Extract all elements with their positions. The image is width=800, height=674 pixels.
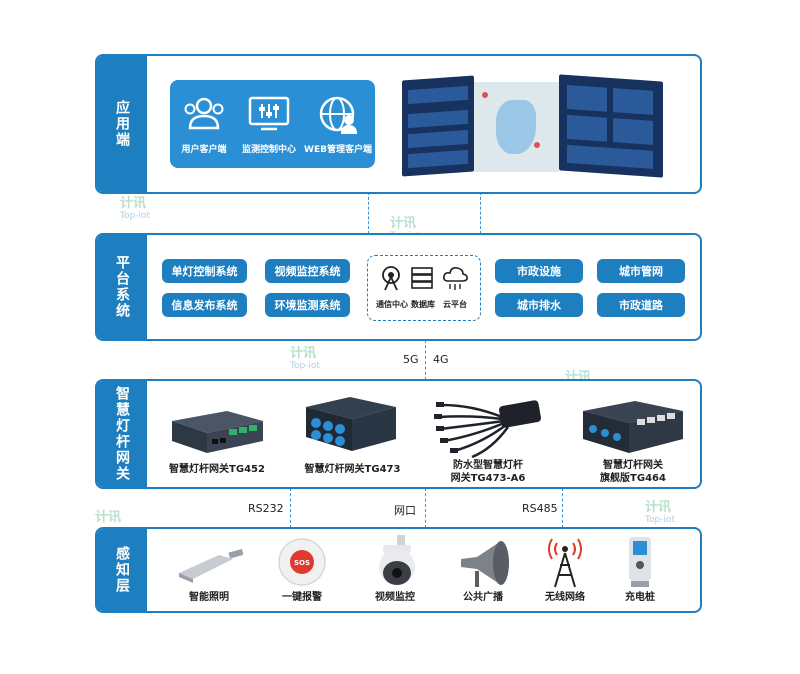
web-user-icon	[319, 96, 357, 134]
sensing-layer: 感知层 智能照明 SOS 一键报警 视频监控 公共广播 无线网络	[95, 527, 702, 613]
sos-button-icon: SOS	[278, 538, 326, 586]
client-label: 监测控制中心	[241, 145, 296, 155]
bus-label-rs232: RS232	[248, 502, 284, 515]
bus-label-rs485: RS485	[522, 502, 558, 515]
gateway-label-line1: 防水型智慧灯杆	[453, 460, 523, 471]
sensor-label: 智能照明	[189, 592, 229, 603]
dashboard-screen-left	[402, 75, 474, 177]
connector-line	[290, 488, 291, 528]
monitor-control-icon	[248, 96, 290, 131]
sensor-label: 视频监控	[375, 592, 415, 603]
system-pill: 市政道路	[597, 293, 685, 317]
system-pill: 城市排水	[495, 293, 583, 317]
system-pill: 城市管网	[597, 259, 685, 283]
connector-line	[368, 192, 369, 234]
gateway-label: 智慧灯杆网关TG473	[304, 464, 401, 475]
antenna-icon	[382, 266, 400, 291]
core-label: 数据库	[411, 300, 435, 309]
net-label-5g: 5G	[403, 353, 419, 366]
platform-layer-label: 平台系统	[97, 235, 147, 339]
app-layer: 应用端 用户客户端 监测控制中心 WEB管理客户端	[95, 54, 702, 194]
street-light-icon	[179, 549, 243, 583]
cloud-icon	[443, 267, 468, 290]
gateway-layer: 智慧灯杆网关 智慧灯杆网关TG452 智慧灯杆网关TG473 防水型智慧灯杆 网…	[95, 379, 702, 489]
gateway-tg464-device	[583, 401, 683, 453]
watermark-logo: 计讯	[95, 510, 122, 525]
database-icon	[411, 267, 433, 289]
connector-line	[425, 488, 426, 528]
gateway-tg473-device	[306, 397, 396, 451]
charger-icon	[629, 537, 651, 587]
bus-label-lan: 网口	[394, 504, 416, 517]
tower-icon	[548, 538, 582, 588]
sensor-label: 一键报警	[282, 592, 322, 603]
sensor-label: 无线网络	[545, 592, 585, 603]
app-layer-label: 应用端	[97, 56, 147, 192]
gateway-label-line1: 智慧灯杆网关	[603, 460, 663, 471]
net-label-4g: 4G	[433, 353, 449, 366]
core-label: 通信中心	[376, 300, 408, 309]
gateway-label: 智慧灯杆网关TG452	[169, 464, 265, 475]
camera-icon	[379, 535, 415, 585]
sensor-label: 公共广播	[463, 592, 503, 603]
users-icon	[184, 97, 224, 130]
connector-line	[425, 340, 426, 380]
sensing-layer-label: 感知层	[97, 529, 147, 611]
system-pill: 单灯控制系统	[162, 259, 247, 283]
system-pill: 信息发布系统	[162, 293, 247, 317]
gateway-tg473-a6-device	[434, 400, 541, 459]
gateway-tg452-device	[172, 411, 263, 453]
client-label: 用户客户端	[181, 145, 227, 155]
horn-speaker-icon	[461, 541, 509, 587]
svg-text:SOS: SOS	[294, 559, 310, 567]
connector-line	[562, 488, 563, 528]
system-pill: 市政设施	[495, 259, 583, 283]
gateway-label-line2: 网关TG473-A6	[450, 473, 526, 484]
dashboard-screen-map	[474, 82, 559, 172]
gateway-layer-label: 智慧灯杆网关	[97, 381, 147, 487]
gateway-label-line2: 旗舰版TG464	[600, 473, 666, 484]
system-pill: 视频监控系统	[265, 259, 350, 283]
system-pill: 环境监测系统	[265, 293, 350, 317]
core-label: 云平台	[443, 300, 467, 309]
dashboard-screen-right	[559, 74, 663, 178]
connector-line	[480, 192, 481, 234]
platform-layer: 平台系统 单灯控制系统 视频监控系统 信息发布系统 环境监测系统 通信中心 数据…	[95, 233, 702, 341]
platform-core-box	[367, 255, 481, 321]
sensor-label: 充电桩	[625, 592, 655, 603]
client-label: WEB管理客户端	[304, 145, 372, 155]
